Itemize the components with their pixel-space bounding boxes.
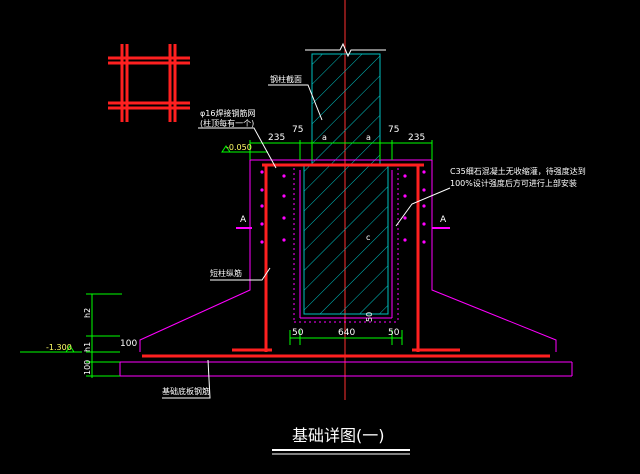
label-concrete-note-2: 100%设计强度后方可进行上部安装 [450,178,577,188]
section-mark-right: A [440,215,447,225]
grout-boundary [293,168,399,323]
label-anchor-note-1: φ16焊接钢筋网 [200,108,255,118]
drawing-title: 基础详图(一) [292,426,385,445]
dim-bottom-left: 50 [292,328,304,338]
rebar-dots [260,170,426,244]
label-concrete-note-1: C35细石混凝土无收缩灌，待强度达到 [450,166,586,176]
label-anchor-note-2: (柱顶每有一个) [200,118,254,128]
dim-gap-right: a [366,133,371,142]
dim-left-width: 235 [268,133,285,143]
label-pad-rebar: 基础底板钢筋 [162,386,210,396]
dim-right-inner: 75 [388,125,399,135]
dim-left-inner: 75 [292,125,303,135]
label-column-section: 钢柱截面 [270,74,302,84]
base-slab [119,361,573,377]
dim-base-100-vert: 100 [83,360,92,375]
dim-depth-c: c [366,233,370,242]
elevation-marker-bottom [65,345,75,353]
section-mark-left: A [240,215,247,225]
dim-base-100: 100 [120,339,137,349]
elevation-marker-top [221,145,231,153]
leader-lines [162,84,451,399]
elev-bottom: -1.300 [46,343,72,352]
dim-right-width: 235 [408,133,425,143]
rebar-grid-detail [108,44,190,122]
rebar-lines [142,163,550,358]
steel-column [305,42,386,165]
dim-bottom-right: 50 [388,328,400,338]
dim-h1: h1 [83,342,92,352]
dim-gap-left: a [322,133,327,142]
dim-h2: h2 [83,308,92,318]
dim-bottom-center: 640 [338,328,355,338]
label-column-rebar: 短柱纵筋 [210,268,242,278]
pedestal-outline [139,159,557,352]
elev-top: -0.050 [226,143,252,152]
embedded-column [303,165,389,315]
dim-bottom-50-vert: 50 [365,312,374,322]
